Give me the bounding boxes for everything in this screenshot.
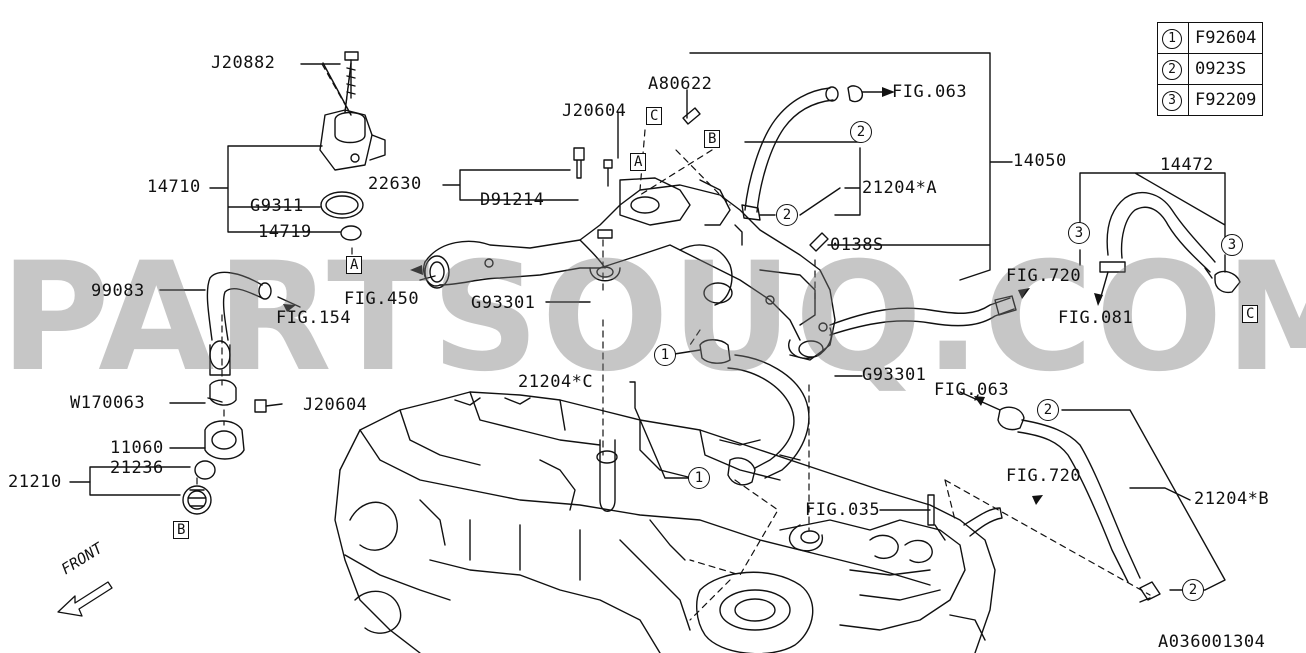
hose-14472-drawing xyxy=(1099,191,1241,294)
callout-g93301-mid[interactable]: G93301 xyxy=(862,365,927,385)
callout-j20882[interactable]: J20882 xyxy=(211,53,276,73)
callout-21204b[interactable]: 21204*B xyxy=(1194,489,1270,509)
callout-j20604-top[interactable]: J20604 xyxy=(562,101,627,121)
thermostat-housing-drawing xyxy=(182,379,267,515)
hose-b-drawing xyxy=(997,406,1161,603)
ref-box-a-top: A xyxy=(630,153,647,171)
callout-14050[interactable]: 14050 xyxy=(1013,151,1067,171)
ref-box-c-top: C xyxy=(646,107,663,125)
coolant-sensor-drawing xyxy=(319,51,386,241)
hose-c-drawing xyxy=(699,339,810,486)
callout-j20604-left[interactable]: J20604 xyxy=(303,395,368,415)
ref-box-b-left: B xyxy=(173,521,190,539)
legend-row: 2 0923S xyxy=(1157,53,1264,85)
ref-box-a-left: A xyxy=(346,256,363,274)
circled-number-2-right: 2 xyxy=(1037,399,1059,421)
circled-number-3-left: 3 xyxy=(1068,222,1090,244)
engine-block-drawing xyxy=(334,391,996,653)
callout-21210[interactable]: 21210 xyxy=(8,472,62,492)
callout-fig154[interactable]: FIG.154 xyxy=(276,308,352,328)
callout-14472[interactable]: 14472 xyxy=(1160,155,1214,175)
callout-14710[interactable]: 14710 xyxy=(147,177,201,197)
callout-a80622[interactable]: A80622 xyxy=(648,74,713,94)
circled-number-1-upper: 1 xyxy=(654,344,676,366)
callout-fig063-right[interactable]: FIG.063 xyxy=(934,380,1010,400)
legend-code: F92604 xyxy=(1187,22,1264,54)
callout-21204a[interactable]: 21204*A xyxy=(862,178,938,198)
callout-fig720-top[interactable]: FIG.720 xyxy=(1006,266,1082,286)
callout-fig450[interactable]: FIG.450 xyxy=(344,289,420,309)
legend-row: 1 F92604 xyxy=(1157,22,1264,54)
ref-box-b-top: B xyxy=(704,130,721,148)
coolant-pipe-drawing xyxy=(423,177,836,361)
dashed-reference-lines xyxy=(196,63,1151,621)
callout-14719[interactable]: 14719 xyxy=(258,222,312,242)
legend-table: 1 F92604 2 0923S 3 F92209 xyxy=(1157,22,1264,116)
hose-a-drawing xyxy=(741,85,864,221)
ref-box-c-right: C xyxy=(1242,305,1259,323)
callout-fig035[interactable]: FIG.035 xyxy=(805,500,881,520)
bolt-drawings xyxy=(573,107,1003,541)
callout-w170063[interactable]: W170063 xyxy=(70,393,146,413)
callout-fig720-right[interactable]: FIG.720 xyxy=(1006,466,1082,486)
callout-11060[interactable]: 11060 xyxy=(110,438,164,458)
callout-99083[interactable]: 99083 xyxy=(91,281,145,301)
callout-fig081[interactable]: FIG.081 xyxy=(1058,308,1134,328)
legend-number: 3 xyxy=(1162,91,1182,111)
callout-fig063-top[interactable]: FIG.063 xyxy=(892,82,968,102)
leader-lines xyxy=(69,52,1226,591)
callout-22630[interactable]: 22630 xyxy=(368,174,422,194)
callout-d91214[interactable]: D91214 xyxy=(480,190,545,210)
circled-number-2-bottom: 2 xyxy=(1182,579,1204,601)
circled-number-2-mid: 2 xyxy=(776,204,798,226)
legend-number: 1 xyxy=(1162,29,1182,49)
arrowheads xyxy=(283,87,1103,505)
legend-row: 3 F92209 xyxy=(1157,84,1264,116)
hose-99083-drawing xyxy=(206,271,272,376)
callout-g93301-top[interactable]: G93301 xyxy=(471,293,536,313)
circled-number-3-right: 3 xyxy=(1221,234,1243,256)
callout-g9311[interactable]: G9311 xyxy=(250,196,304,216)
bypass-pipe-drawing xyxy=(829,295,1017,336)
legend-number: 2 xyxy=(1162,60,1182,80)
diagram-id: A036001304 xyxy=(1158,632,1266,652)
callout-21236[interactable]: 21236 xyxy=(110,458,164,478)
callout-0138s[interactable]: 0138S xyxy=(830,235,884,255)
legend-code: F92209 xyxy=(1187,84,1264,116)
front-arrow xyxy=(57,581,113,617)
circled-number-2-top: 2 xyxy=(850,121,872,143)
circled-number-1-lower: 1 xyxy=(688,467,710,489)
legend-code: 0923S xyxy=(1187,53,1264,85)
callout-21204c[interactable]: 21204*C xyxy=(518,372,594,392)
